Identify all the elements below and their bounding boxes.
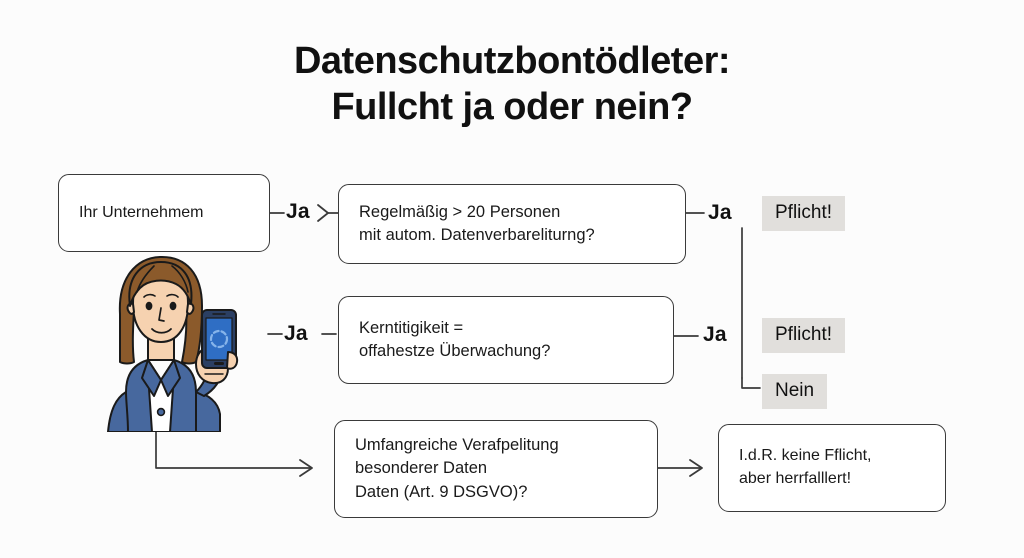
outcome-badge-pflicht-2: Pflicht! [762,318,846,353]
node-question-3-label: Umfangreiche Verafpelitung besonderer Da… [355,435,559,501]
eyebrow-left [143,293,156,298]
node-start[interactable]: Ihr Unternehmem [58,174,270,252]
arrowhead-q3-to-result [689,459,703,477]
lapel-left [141,359,162,397]
mouth [151,328,172,334]
branch-label-q1-yes: Ja [708,201,732,224]
woman-holding-smartphone-illustration [107,255,239,432]
page-title-line-1: Datenschutzbontödleter: [293,40,731,82]
node-result[interactable]: I.d.R. keine Fflicht, aber herrfalllert! [718,424,946,512]
page-title: Datenschutzbontödleter: Fullcht ja oder … [0,38,1024,131]
node-start-label: Ihr Unternehmem [79,203,204,221]
node-question-2[interactable]: Kerntitigikeit = offahestze Überwachung? [338,296,674,384]
arrowhead-figure-to-q3 [299,459,313,477]
arm-right [195,391,221,432]
thumb [226,351,239,370]
elbow-to-nein [741,377,761,389]
hair-strand-2 [171,265,189,293]
node-question-1-label: Regelmäßig > 20 Personen mit autom. Date… [359,202,595,244]
arrowhead-start-to-q1 [317,204,329,222]
nose [158,307,165,322]
blazer-button [156,407,166,417]
ear-right [186,302,195,315]
smartphone-home-button [214,362,224,365]
outcome-badge-nein: Nein [762,374,828,409]
smartphone-app-icon [209,329,229,349]
node-result-label: I.d.R. keine Fflicht, aber herrfalllert! [739,447,872,487]
node-question-2-label: Kerntitigikeit = offahestze Überwachung? [359,318,551,360]
hair-strand-1 [136,265,155,293]
node-question-1[interactable]: Regelmäßig > 20 Personen mit autom. Date… [338,184,686,264]
arm-left [107,391,129,432]
branch-label-start-to-q1: Ja [286,200,310,223]
outcome-badge-pflicht-1: Pflicht! [762,196,846,231]
eye-left [145,301,153,311]
branch-label-q2-yes: Ja [703,323,727,346]
hair-front [128,261,193,307]
page-title-line-2: Fullcht ja oder nein? [331,86,693,129]
branch-label-figure-to-q2: Ja [284,322,308,345]
eye-right [169,301,177,311]
lapel-right [160,359,181,397]
node-question-3[interactable]: Umfangreiche Verafpelitung besonderer Da… [334,420,658,518]
eyebrow-right [166,293,179,298]
